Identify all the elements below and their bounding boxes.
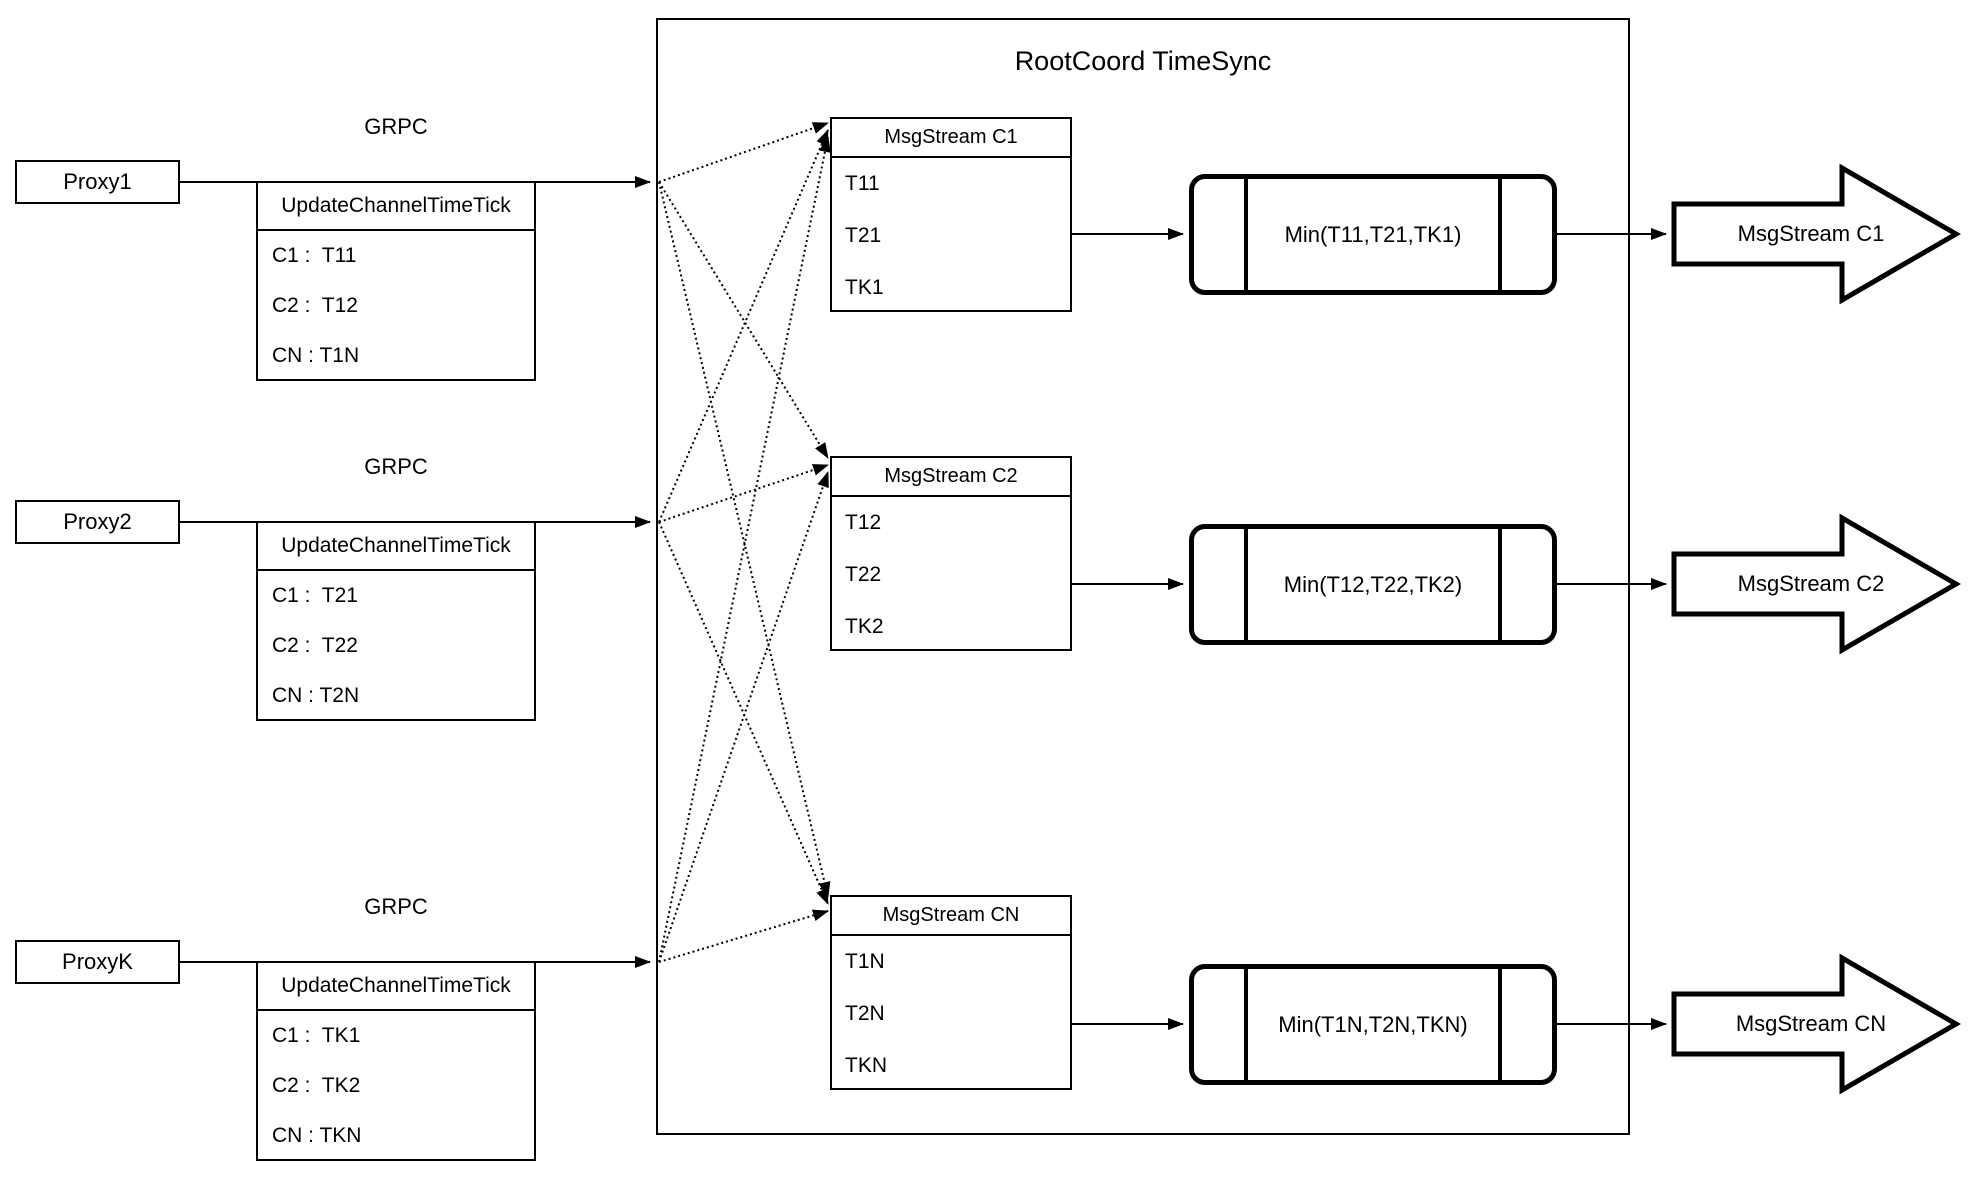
msgstream-table-cell: T2N	[845, 1002, 885, 1025]
msgstream-table-cell: TKN	[845, 1054, 887, 1077]
grpc-label-row2: GRPC	[364, 454, 428, 479]
proxyk-box: ProxyK	[15, 940, 180, 984]
msgstream-table-header: MsgStream CN	[832, 897, 1070, 936]
update-table-header: UpdateChannelTimeTick	[258, 183, 534, 231]
update-table-cell: CN : T2N	[272, 684, 360, 707]
update-table-row3: UpdateChannelTimeTick C1 : TK1 C2 : TK2 …	[256, 961, 536, 1161]
update-table-cell: CN : T1N	[272, 344, 360, 367]
update-table-cell: C1 : TK1	[272, 1024, 361, 1047]
msgstream-table-header: MsgStream C2	[832, 458, 1070, 497]
msgstream-table-cell: T11	[845, 172, 880, 195]
update-table-cell: C2 : T22	[272, 634, 358, 657]
update-table-row1: UpdateChannelTimeTick C1 : T11 C2 : T12 …	[256, 181, 536, 381]
msgstream-cn-table: MsgStream CN T1N T2N TKN	[830, 895, 1072, 1090]
output-arrow-label-row1: MsgStream C1	[1737, 221, 1885, 246]
min-node-right-divider	[1498, 529, 1502, 640]
update-table-cell: C2 : TK2	[272, 1074, 361, 1097]
msgstream-table-cell: T12	[845, 511, 882, 534]
min-node-left-divider	[1244, 529, 1248, 640]
update-table-cell: C2 : T12	[272, 294, 358, 317]
output-arrow-label-row3: MsgStream CN	[1735, 1011, 1887, 1036]
min-node-row2: Min(T12,T22,TK2)	[1189, 524, 1557, 645]
msgstream-c1-table: MsgStream C1 T11 T21 TK1	[830, 117, 1072, 312]
update-table-row2: UpdateChannelTimeTick C1 : T21 C2 : T22 …	[256, 521, 536, 721]
proxy1-box: Proxy1	[15, 160, 180, 204]
proxyk-label: ProxyK	[62, 949, 133, 974]
min-label-row2: Min(T12,T22,TK2)	[1283, 571, 1463, 597]
dotted-link-p1-c2	[658, 181, 829, 459]
min-node-right-divider	[1498, 179, 1502, 290]
min-label-row3: Min(T1N,T2N,TKN)	[1278, 1011, 1468, 1037]
block-arrow-icon	[1671, 953, 1961, 1095]
msgstream-table-cell: T1N	[845, 950, 885, 973]
update-table-header: UpdateChannelTimeTick	[258, 963, 534, 1011]
proxy1-label: Proxy1	[63, 169, 132, 194]
block-arrow-icon	[1671, 513, 1961, 655]
msgstream-table-cell: TK1	[845, 276, 884, 299]
output-arrow-label-row2: MsgStream C2	[1737, 571, 1885, 596]
update-table-cell: C1 : T21	[272, 584, 358, 607]
min-node-right-divider	[1498, 969, 1502, 1080]
update-table-cell: CN : TKN	[272, 1124, 362, 1147]
dotted-link-pk-c2	[658, 471, 829, 963]
update-table-header: UpdateChannelTimeTick	[258, 523, 534, 571]
msgstream-table-cell: T21	[845, 224, 882, 247]
grpc-label-row3: GRPC	[364, 894, 428, 919]
output-arrow-row3: MsgStream CN	[1670, 952, 1962, 1096]
dotted-link-p2-cn	[658, 521, 829, 905]
min-node-left-divider	[1244, 969, 1248, 1080]
proxy2-label: Proxy2	[63, 509, 132, 534]
dotted-link-p1-c1	[658, 122, 829, 183]
grpc-label-row1: GRPC	[364, 114, 428, 139]
dotted-link-p2-c2	[658, 464, 829, 523]
output-arrow-row1: MsgStream C1	[1670, 162, 1962, 306]
dotted-link-pk-cn	[658, 909, 829, 963]
dotted-link-p1-cn	[658, 181, 831, 898]
rootcoord-title: RootCoord TimeSync	[1014, 46, 1272, 76]
msgstream-table-cell: T22	[845, 563, 882, 586]
dotted-link-pk-c1	[658, 136, 831, 963]
msgstream-table-header: MsgStream C1	[832, 119, 1070, 158]
output-arrow-row2: MsgStream C2	[1670, 512, 1962, 656]
msgstream-table-cell: TK2	[845, 615, 884, 638]
min-node-left-divider	[1244, 179, 1248, 290]
min-node-row1: Min(T11,T21,TK1)	[1189, 174, 1557, 295]
msgstream-c2-table: MsgStream C2 T12 T22 TK2	[830, 456, 1072, 651]
block-arrow-icon	[1671, 163, 1961, 305]
rootcoord-timesync-container: RootCoord TimeSync	[656, 18, 1630, 1135]
update-table-cell: C1 : T11	[272, 244, 357, 267]
dotted-link-p2-c1	[658, 129, 829, 523]
min-label-row1: Min(T11,T21,TK1)	[1284, 221, 1462, 247]
min-node-row3: Min(T1N,T2N,TKN)	[1189, 964, 1557, 1085]
proxy2-box: Proxy2	[15, 500, 180, 544]
